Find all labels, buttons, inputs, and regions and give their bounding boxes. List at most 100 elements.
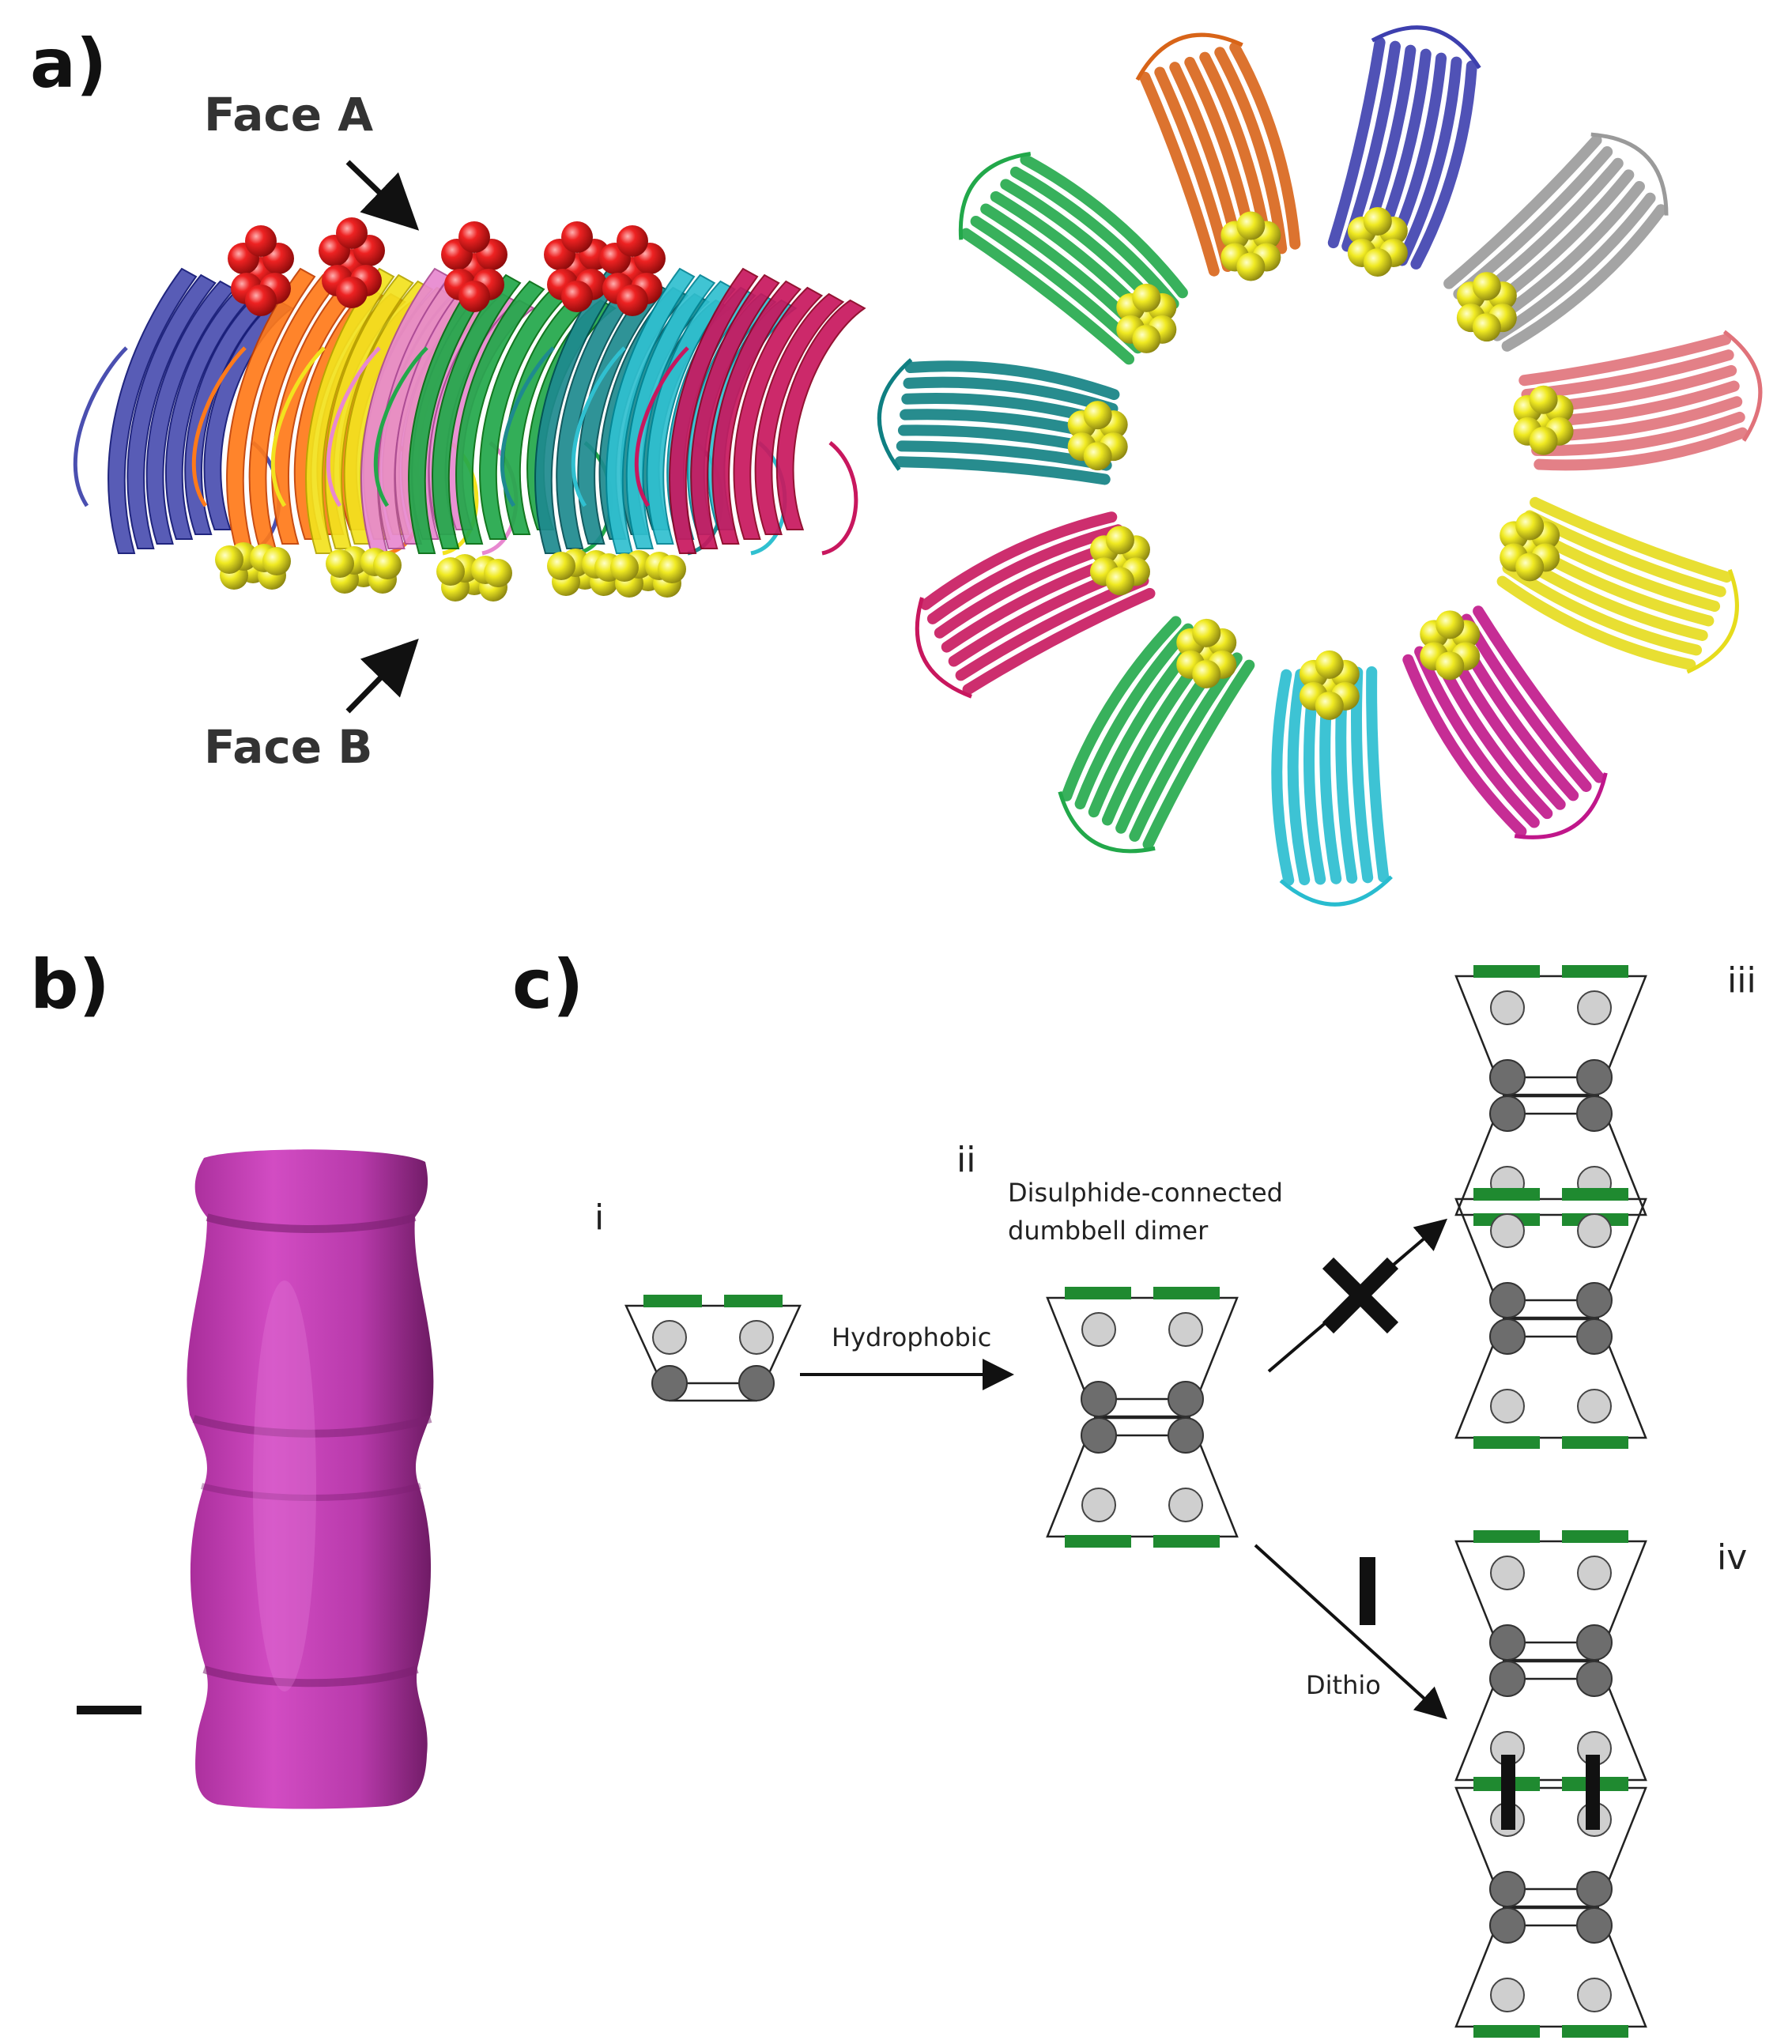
assembly-schematics xyxy=(624,965,1647,2038)
stage-iii-dimer-top-lower xyxy=(1454,1095,1647,1226)
side-view-ribbon-structure xyxy=(73,217,866,602)
stage-iv-dimer-bottom-upper xyxy=(1454,1777,1647,1908)
beta-strand xyxy=(1414,646,1540,828)
yellow-sphere xyxy=(1472,272,1501,301)
beta-strand xyxy=(1534,427,1749,471)
green-pad xyxy=(1153,1535,1220,1548)
green-pad xyxy=(1473,965,1540,978)
green-pad xyxy=(1473,1188,1540,1201)
beta-strand xyxy=(960,228,1135,365)
beta-strand xyxy=(1139,71,1220,277)
beta-strand xyxy=(1366,666,1390,883)
green-pad xyxy=(1473,2025,1540,2038)
blocked-cross-icon xyxy=(1322,1257,1399,1334)
beta-strand xyxy=(305,267,395,554)
red-sphere xyxy=(458,281,490,312)
beta-strand xyxy=(1461,613,1592,792)
stage-ii-label: ii xyxy=(956,1140,975,1180)
nanotube-groove-4 xyxy=(202,1665,419,1688)
loop xyxy=(270,346,326,507)
dark-circle xyxy=(1489,1871,1526,1907)
stage-iii-label: iii xyxy=(1727,960,1756,1001)
light-circle xyxy=(1168,1312,1203,1347)
dark-circle xyxy=(1081,1417,1117,1454)
green-pad xyxy=(1473,1530,1540,1543)
yellow-sphere xyxy=(1132,283,1161,312)
green-pad xyxy=(724,1295,783,1307)
light-circle xyxy=(1577,1978,1612,2012)
beta-strand xyxy=(226,267,316,554)
loop xyxy=(1686,568,1739,674)
yellow-sphere xyxy=(1315,650,1344,679)
light-circle xyxy=(652,1320,687,1355)
loop xyxy=(571,346,626,507)
beta-strand xyxy=(1271,669,1295,886)
nanotube-groove-3 xyxy=(200,1483,422,1501)
nanotube-body xyxy=(187,1149,434,1809)
beta-strand xyxy=(1530,496,1733,583)
yellow-sphere xyxy=(1132,324,1161,353)
yellow-sphere xyxy=(610,553,639,582)
beta-strand xyxy=(432,273,522,549)
beta-strand xyxy=(606,267,696,554)
dark-circle xyxy=(1489,1661,1526,1697)
loop xyxy=(191,346,247,507)
loop xyxy=(73,346,128,507)
stage-iii-dimer-bottom-lower xyxy=(1454,1318,1647,1449)
light-circle xyxy=(1081,1488,1116,1522)
beta-strand xyxy=(1020,154,1188,299)
yellow-sphere xyxy=(326,549,354,578)
side-view-ribbons xyxy=(73,267,866,556)
beta-strand xyxy=(904,360,1120,401)
green-pad xyxy=(1065,1287,1131,1299)
yellow-sphere xyxy=(1192,659,1221,688)
stage-iv-dimer-bottom-lower xyxy=(1454,1906,1647,2038)
beta-strand xyxy=(455,280,545,545)
yellow-sphere xyxy=(1236,252,1266,281)
beta-strand xyxy=(690,273,780,549)
beta-strand xyxy=(1009,166,1179,310)
beta-strand xyxy=(669,267,759,554)
beta-strand xyxy=(894,456,1111,485)
yellow-sphere xyxy=(1515,552,1545,582)
stage-iv-dimer-top-upper xyxy=(1454,1530,1647,1661)
yellow-sphere xyxy=(1236,211,1266,240)
beta-strand xyxy=(754,292,845,535)
beta-strand xyxy=(926,524,1124,624)
nanotube-highlight xyxy=(253,1280,316,1691)
yellow-sphere xyxy=(1363,206,1392,236)
yellow-sphere xyxy=(1105,567,1134,596)
yellow-sphere xyxy=(658,555,686,583)
dark-circle xyxy=(1576,1096,1613,1132)
panel-b-letter: b) xyxy=(30,945,110,1024)
red-sphere xyxy=(617,225,648,257)
stage-ii-dimer-lower xyxy=(1046,1416,1239,1548)
red-sphere xyxy=(336,277,368,308)
beta-strand xyxy=(1327,36,1386,249)
dark-circle xyxy=(1489,1096,1526,1132)
beta-strand xyxy=(962,587,1156,696)
beta-strand xyxy=(1496,575,1696,670)
dimer-caption-line2: dumbbell dimer xyxy=(1008,1216,1209,1246)
light-circle xyxy=(1577,1556,1612,1590)
beta-strand xyxy=(903,376,1119,415)
loop xyxy=(915,597,972,699)
light-circle xyxy=(1490,1389,1525,1424)
beta-strand xyxy=(126,273,217,549)
loop xyxy=(1514,772,1608,839)
dark-circle xyxy=(1576,1661,1613,1697)
dark-circle xyxy=(1489,1318,1526,1355)
loop xyxy=(1722,330,1763,442)
dark-circle xyxy=(651,1365,688,1401)
beta-strand xyxy=(775,299,866,530)
dithio-crosslink xyxy=(1501,1755,1515,1830)
dark-circle xyxy=(1489,1907,1526,1944)
green-pad xyxy=(1562,1530,1628,1543)
top-view-residue-spheres xyxy=(1067,206,1574,720)
light-circle xyxy=(1577,990,1612,1025)
dark-circle xyxy=(1576,1624,1613,1661)
red-sphere xyxy=(458,221,490,253)
top-view-ring-structure xyxy=(877,25,1763,907)
beta-strand xyxy=(1061,616,1182,801)
beta-strand xyxy=(1402,654,1527,837)
